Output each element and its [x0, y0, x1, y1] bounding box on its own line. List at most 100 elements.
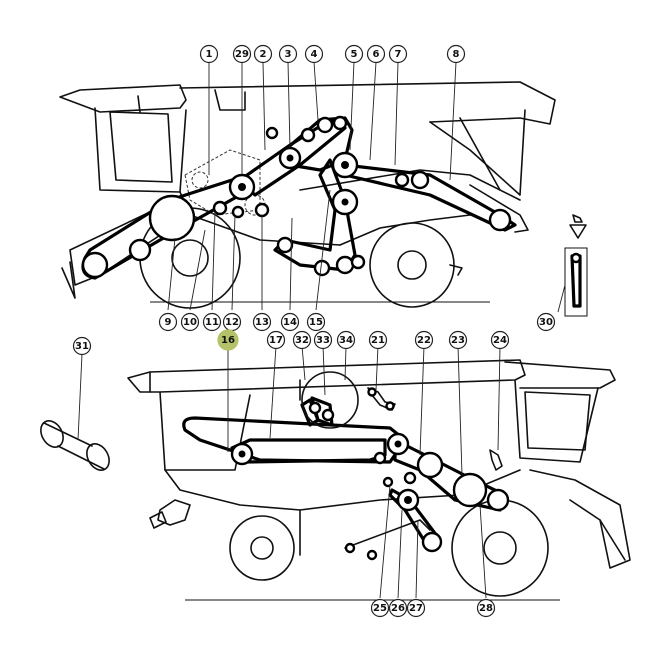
callout-label: 22 [417, 335, 431, 346]
callout-label: 6 [373, 49, 380, 60]
callout-13: 13 [252, 312, 272, 332]
callout-12: 12 [222, 312, 242, 332]
callout-27: 27 [406, 598, 426, 618]
callout-circle [388, 598, 408, 618]
leader-lines [77, 61, 566, 599]
callout-label: 9 [165, 317, 172, 328]
callout-circle [344, 44, 364, 64]
callout-circle [253, 44, 273, 64]
callout-16: 16 [217, 329, 239, 351]
callout-9: 9 [158, 312, 178, 332]
callout-label: 14 [283, 317, 297, 328]
callout-label: 27 [409, 603, 423, 614]
callout-24: 24 [490, 330, 510, 350]
callout-label: 13 [255, 317, 269, 328]
callout-7: 7 [388, 44, 408, 64]
callout-circle [304, 44, 324, 64]
callout-label: 4 [311, 49, 318, 60]
callout-26: 26 [388, 598, 408, 618]
callout-circle [217, 329, 239, 351]
callout-label: 7 [395, 49, 402, 60]
callout-circle [370, 598, 390, 618]
callout-22: 22 [414, 330, 434, 350]
combine-top-drawing [59, 81, 556, 309]
callout-30: 30 [536, 312, 556, 332]
callout-circle [158, 312, 178, 332]
callout-circle [306, 312, 326, 332]
belt-panel-30 [564, 214, 588, 317]
callout-label: 30 [539, 317, 553, 328]
callout-label: 25 [373, 603, 387, 614]
callout-label: 21 [371, 335, 385, 346]
combine-bottom-drawing [127, 359, 631, 601]
callout-10: 10 [180, 312, 200, 332]
callout-5: 5 [344, 44, 364, 64]
callout-21: 21 [368, 330, 388, 350]
bottom-belt-system [182, 371, 510, 553]
callout-1: 1 [199, 44, 219, 64]
callout-circle [180, 312, 200, 332]
callout-circle [388, 44, 408, 64]
callout-label: 10 [183, 317, 197, 328]
callout-label: 16 [221, 335, 235, 346]
callout-25: 25 [370, 598, 390, 618]
callout-label: 17 [269, 335, 283, 346]
callout-label: 32 [295, 335, 309, 346]
callout-8: 8 [446, 44, 466, 64]
callout-circle [366, 44, 386, 64]
callout-circle [280, 312, 300, 332]
callout-label: 5 [351, 49, 358, 60]
callout-15: 15 [306, 312, 326, 332]
callout-circle [266, 330, 286, 350]
callout-circle [252, 312, 272, 332]
callout-circle [476, 598, 496, 618]
callout-29: 29 [232, 44, 252, 64]
callout-circle [406, 598, 426, 618]
callout-label: 26 [391, 603, 405, 614]
callout-circle [292, 330, 312, 350]
callout-label: 15 [309, 317, 323, 328]
callout-31: 31 [72, 336, 92, 356]
callout-label: 3 [285, 49, 292, 60]
callout-11: 11 [202, 312, 222, 332]
callout-23: 23 [448, 330, 468, 350]
callout-circle [448, 330, 468, 350]
callout-label: 33 [316, 335, 330, 346]
callout-label: 34 [339, 335, 353, 346]
callout-label: 2 [260, 49, 267, 60]
callout-circle [414, 330, 434, 350]
callout-label: 28 [479, 603, 493, 614]
callout-label: 12 [225, 317, 239, 328]
callout-label: 29 [235, 49, 249, 60]
callout-circle [199, 44, 219, 64]
callout-14: 14 [280, 312, 300, 332]
callout-circle [202, 312, 222, 332]
callout-circle [368, 330, 388, 350]
callout-circle [446, 44, 466, 64]
callout-3: 3 [278, 44, 298, 64]
callout-circle [490, 330, 510, 350]
callout-label: 11 [205, 317, 219, 328]
callout-label: 24 [493, 335, 507, 346]
callout-32: 32 [292, 330, 312, 350]
callout-circle [536, 312, 556, 332]
callout-34: 34 [336, 330, 356, 350]
top-belt-system [81, 115, 517, 280]
callout-4: 4 [304, 44, 324, 64]
callout-17: 17 [266, 330, 286, 350]
callout-2: 2 [253, 44, 273, 64]
callout-circle [313, 330, 333, 350]
callout-label: 31 [75, 341, 89, 352]
callout-label: 8 [453, 49, 460, 60]
callout-33: 33 [313, 330, 333, 350]
callout-circle [232, 44, 252, 64]
callout-28: 28 [476, 598, 496, 618]
callout-label: 1 [206, 49, 213, 60]
callout-circle [278, 44, 298, 64]
callout-circle [336, 330, 356, 350]
callout-6: 6 [366, 44, 386, 64]
callout-label: 23 [451, 335, 465, 346]
belt-loop-31 [40, 420, 110, 471]
